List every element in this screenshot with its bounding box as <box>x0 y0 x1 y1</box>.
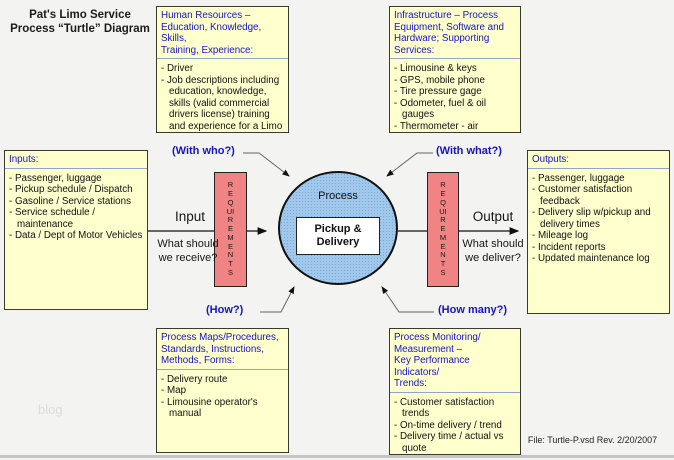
requirements-bar-right: REQUIREMENTS <box>427 172 459 287</box>
process-maps-list: Delivery routeMapLimousine operator's ma… <box>157 370 288 423</box>
list-item: Passenger, luggage <box>532 173 666 185</box>
process-maps-header: Process Maps/Procedures, Standards, Inst… <box>157 329 288 370</box>
with-who-label: (With who?) <box>172 145 235 157</box>
page-title: Pat's Limo Service Process “Turtle” Diag… <box>8 8 152 36</box>
list-item: Job descriptions including education, kn… <box>161 75 285 133</box>
list-item: Passenger, luggage <box>9 173 144 185</box>
list-item: Data / Dept of Motor Vehicles <box>9 230 144 242</box>
how-label: (How?) <box>206 304 244 316</box>
how-connector <box>260 286 295 313</box>
input-label: Input <box>174 209 206 224</box>
file-revision-note: File: Turtle-P.vsd Rev. 2/20/2007 <box>527 435 658 445</box>
list-item: Thermometer - air conditioner <box>394 121 517 133</box>
inputs-header: Inputs: <box>5 151 147 169</box>
process-circle-label: Process <box>318 190 358 202</box>
outputs-box: Outputs: Passenger, luggageCustomer sati… <box>527 150 670 314</box>
with-what-label: (With what?) <box>436 145 502 157</box>
human-resources-header: Human Resources – Education, Knowledge, … <box>157 7 288 59</box>
with-who-connector <box>243 152 290 177</box>
list-item: Limousine operator's manual <box>161 397 285 420</box>
list-item: Delivery route <box>161 374 285 386</box>
how-many-connector <box>381 286 434 313</box>
process-circle: Process Pickup & Delivery <box>278 171 398 285</box>
list-item: Limousine & keys <box>394 63 517 75</box>
output-label: Output <box>472 209 514 224</box>
list-item: Pickup schedule / Dispatch <box>9 184 144 196</box>
list-item: Odometer, fuel & oil gauges <box>394 98 517 121</box>
requirements-bar-left: REQUIREMENTS <box>214 172 247 287</box>
process-monitoring-list: Customer satisfaction trendsOn-time deli… <box>390 393 520 455</box>
requirements-label: REQUIREMENTS <box>226 180 235 278</box>
list-item: Customer satisfaction trends <box>394 397 517 420</box>
process-monitoring-header: Process Monitoring/ Measurement – Key Pe… <box>390 329 520 393</box>
human-resources-list: DriverJob descriptions including educati… <box>157 59 288 133</box>
list-item: Customer satisfaction feedback <box>532 184 666 207</box>
inputs-list: Passenger, luggagePickup schedule / Disp… <box>5 169 147 245</box>
list-item: Delivery slip w/pickup and delivery time… <box>532 207 666 230</box>
outputs-header: Outputs: <box>528 151 669 169</box>
infrastructure-list: Limousine & keysGPS, mobile phoneTire pr… <box>390 59 520 133</box>
inputs-box: Inputs: Passenger, luggagePickup schedul… <box>4 150 148 310</box>
how-many-label: (How many?) <box>438 304 508 316</box>
page-title-line1: Pat's Limo Service <box>29 9 131 21</box>
list-item: Gasoline / Service stations <box>9 196 144 208</box>
watermark: blog <box>38 402 63 417</box>
list-item: Updated maintenance log <box>532 253 666 265</box>
process-monitoring-box: Process Monitoring/ Measurement – Key Pe… <box>389 328 521 455</box>
infrastructure-header: Infrastructure – Process Equipment, Soft… <box>390 7 520 59</box>
list-item: Incident monitoring / problem report sum… <box>394 454 517 455</box>
infrastructure-box: Infrastructure – Process Equipment, Soft… <box>389 6 521 133</box>
output-question: What should we deliver? <box>462 238 524 264</box>
list-item: Mileage log <box>532 230 666 242</box>
list-item: Tire pressure gage <box>394 86 517 98</box>
page-title-line2: Process “Turtle” Diagram <box>10 23 150 35</box>
human-resources-box: Human Resources – Education, Knowledge, … <box>156 6 289 133</box>
list-item: Service schedule / maintenance <box>9 207 144 230</box>
process-maps-box: Process Maps/Procedures, Standards, Inst… <box>156 328 289 453</box>
list-item: GPS, mobile phone <box>394 75 517 87</box>
input-question: What should we receive? <box>157 238 219 264</box>
outputs-list: Passenger, luggageCustomer satisfaction … <box>528 169 669 268</box>
requirements-label: REQUIREMENTS <box>439 180 447 278</box>
process-name-box: Pickup & Delivery <box>296 217 380 255</box>
list-item: Driver <box>161 63 285 75</box>
bottom-edge <box>0 455 674 458</box>
list-item: Map <box>161 385 285 397</box>
list-item: Incident reports <box>532 242 666 254</box>
list-item: On-time delivery / trend <box>394 420 517 432</box>
list-item: Delivery time / actual vs quote <box>394 431 517 454</box>
